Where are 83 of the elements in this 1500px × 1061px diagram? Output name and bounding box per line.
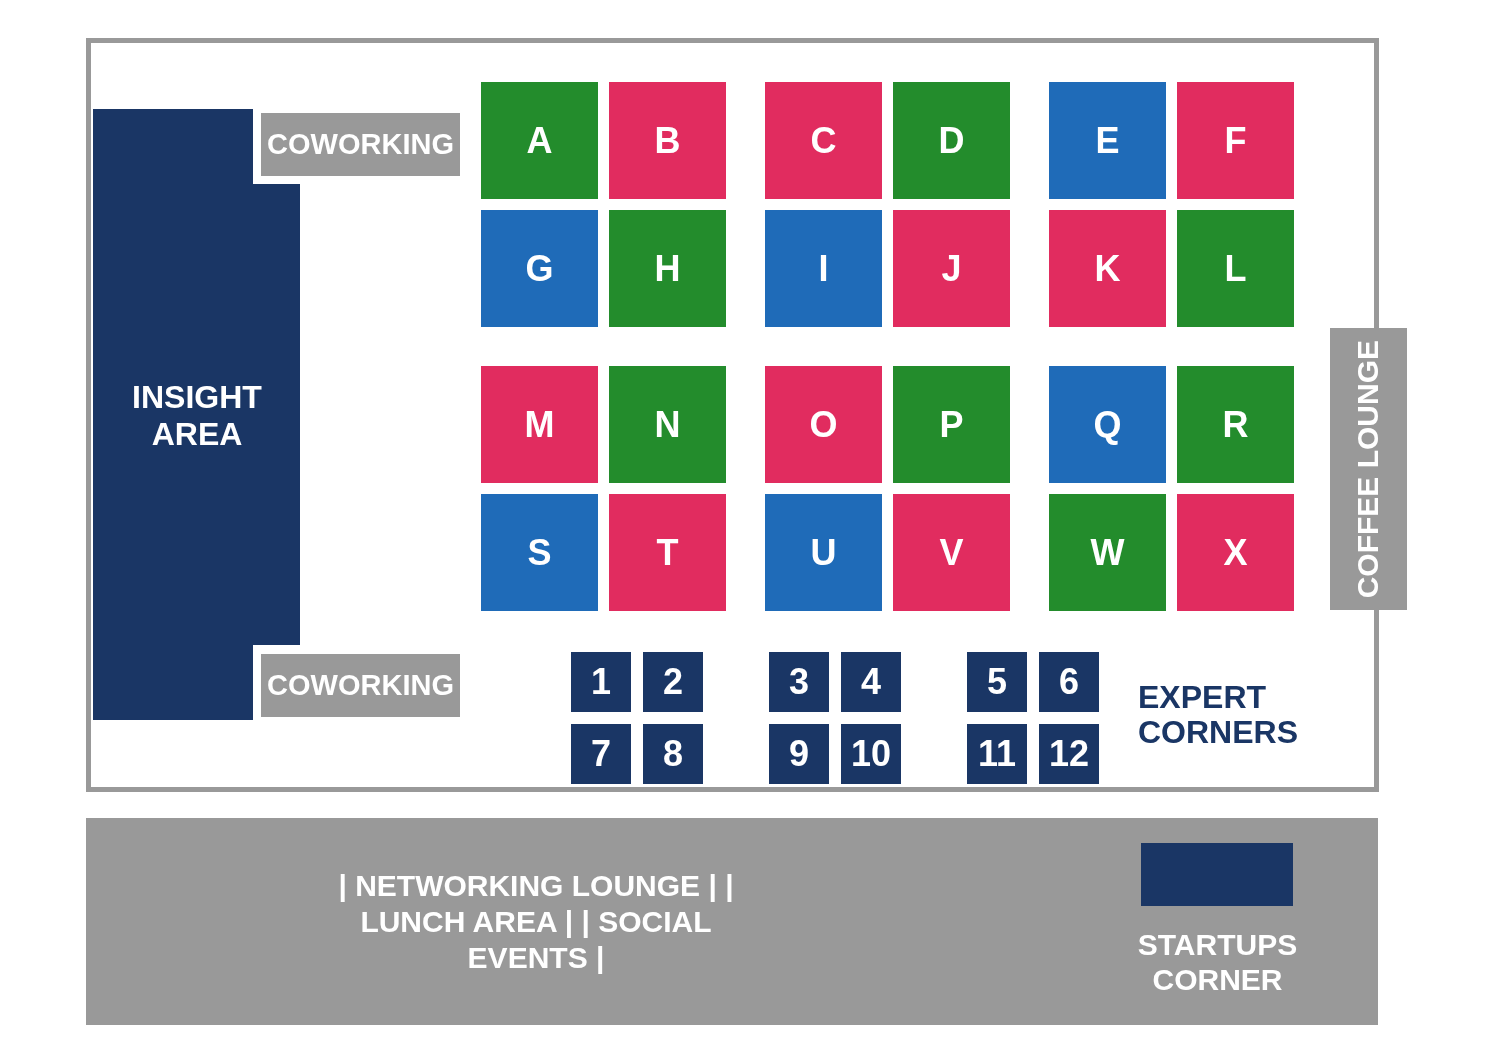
booth-letter: Q <box>1093 403 1122 446</box>
booth-tile <box>1049 494 1166 611</box>
booth-letter: S <box>527 531 552 574</box>
corner-number: 9 <box>789 733 809 775</box>
booth-tile <box>893 366 1010 483</box>
booth-letter: K <box>1094 247 1121 290</box>
booth-letter: L <box>1224 247 1247 290</box>
zone-label: | NETWORKING LOUNGE | | LUNCH AREA | | SOCIAL EVENTS | <box>337 867 735 976</box>
booth-letter: O <box>809 403 838 446</box>
booth-letter: G <box>525 247 554 290</box>
booth-tile <box>1177 210 1294 327</box>
booth-letter: J <box>941 247 962 290</box>
booth-letter: C <box>810 119 837 162</box>
booth-tile <box>609 494 726 611</box>
booth-tile <box>893 82 1010 199</box>
expert-corner-tile <box>967 724 1027 784</box>
expert-corner-tile <box>1039 724 1099 784</box>
zone-area <box>261 654 460 717</box>
corner-number: 12 <box>1048 733 1089 775</box>
expert-corner-tile <box>841 724 901 784</box>
booth-letter: U <box>810 531 837 574</box>
booth-letter: W <box>1090 531 1125 574</box>
zone-label: STARTUPS CORNER <box>1136 928 1299 997</box>
booth-tile <box>481 366 598 483</box>
expert-corner-tile <box>769 724 829 784</box>
booth-letter: F <box>1224 119 1247 162</box>
expert-corner-tile <box>571 724 631 784</box>
corner-number: 3 <box>789 661 809 703</box>
booth-tile <box>1049 82 1166 199</box>
booth-letter: H <box>654 247 681 290</box>
zone-label: COWORKING <box>267 127 454 162</box>
zone-area <box>1330 328 1407 610</box>
booth-letter: R <box>1222 403 1249 446</box>
zone-area <box>86 818 1378 1025</box>
expert-corner-tile <box>643 724 703 784</box>
zone-area <box>261 113 460 176</box>
booth-letter: X <box>1223 531 1248 574</box>
booth-tile <box>765 366 882 483</box>
area-label: EXPERT CORNERS <box>1138 680 1299 751</box>
booth-tile <box>765 210 882 327</box>
booth-letter: B <box>654 119 681 162</box>
booth-tile <box>481 494 598 611</box>
booth-letter: A <box>526 119 553 162</box>
booth-letter: D <box>938 119 965 162</box>
corner-number: 4 <box>861 661 881 703</box>
booth-tile <box>765 82 882 199</box>
booth-tile <box>765 494 882 611</box>
booth-letter: T <box>656 531 679 574</box>
zone-label: INSIGHT AREA <box>131 379 263 453</box>
booth-tile <box>481 82 598 199</box>
booth-tile <box>1177 494 1294 611</box>
booth-letter: P <box>939 403 964 446</box>
booth-letter: E <box>1095 119 1120 162</box>
booth-letter: I <box>818 247 829 290</box>
corner-number: 6 <box>1059 661 1079 703</box>
expert-corner-tile <box>841 652 901 712</box>
expert-corner-tile <box>643 652 703 712</box>
booth-tile <box>1177 366 1294 483</box>
corner-number: 11 <box>977 733 1017 775</box>
booth-tile <box>893 210 1010 327</box>
booth-letter: M <box>524 403 555 446</box>
corner-number: 8 <box>663 733 683 775</box>
booth-tile <box>1177 82 1294 199</box>
corner-number: 7 <box>591 733 611 775</box>
booth-tile <box>609 366 726 483</box>
booth-tile <box>1049 366 1166 483</box>
booth-tile <box>481 210 598 327</box>
corner-number: 1 <box>591 661 611 703</box>
zone-label: COWORKING <box>267 668 454 703</box>
corner-number: 2 <box>663 661 683 703</box>
booth-tile <box>893 494 1010 611</box>
expert-corner-tile <box>769 652 829 712</box>
expert-corner-tile <box>967 652 1027 712</box>
booth-letter: V <box>939 531 964 574</box>
corner-number: 5 <box>987 661 1007 703</box>
expert-corner-tile <box>1039 652 1099 712</box>
booth-letter: N <box>654 403 681 446</box>
booth-tile <box>609 210 726 327</box>
expert-corner-tile <box>571 652 631 712</box>
corner-number: 10 <box>850 733 891 775</box>
booth-tile <box>1049 210 1166 327</box>
booth-tile <box>609 82 726 199</box>
zone-label: COFFEE LOUNGE <box>1351 339 1386 599</box>
